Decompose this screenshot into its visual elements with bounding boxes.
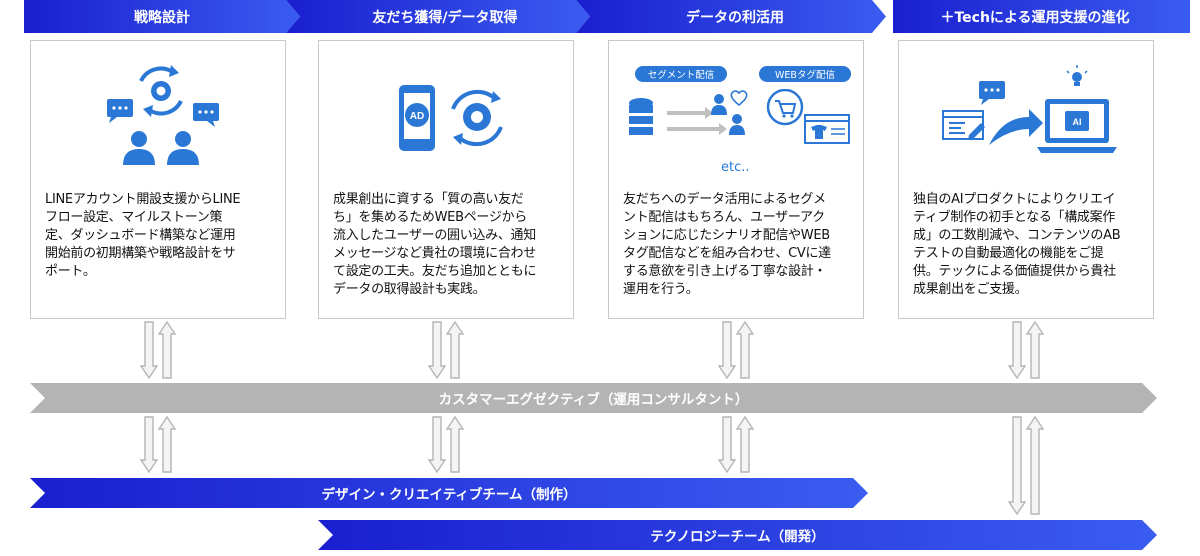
- webtag-delivery-tag: WEBタグ配信: [759, 66, 851, 82]
- connector-arrows-lower-4: [1007, 415, 1045, 516]
- phase-description-strategy: LINEアカウント開設支援からLINE フロー設定、マイルストーン策 定、ダッシ…: [45, 192, 241, 279]
- connector-arrows-lower-2: [427, 415, 465, 474]
- phase-header-acquisition: 友だち獲得/データ取得: [372, 9, 518, 26]
- phase-header-strategy: 戦略設計: [134, 9, 190, 26]
- phase-header-utilization: データの利活用: [686, 9, 784, 26]
- phase-chevron-utilization: [576, 0, 886, 33]
- tech-team-bar-label: テクノロジーチーム（開発）: [650, 529, 825, 545]
- phase-chevron-acquisition: [286, 0, 590, 33]
- phase-description-utilization: 友だちへのデータ活用によるセグメ ント配信はもちろん、ユーザーアク ションに応じ…: [623, 192, 831, 297]
- connector-arrows-lower-3: [717, 415, 755, 474]
- data-utilization-icon: [629, 89, 850, 144]
- phase-chevron-tech: [893, 0, 1190, 33]
- design-bar-shape: [30, 478, 868, 508]
- phase-card-utilization: セグメント配信 WEBタグ配信 etc.. 友だちへのデータ活用によるセグメ ン…: [608, 40, 864, 319]
- etc-label: etc..: [721, 160, 750, 175]
- connector-arrows-upper-4: [1007, 320, 1045, 380]
- connector-arrows-upper-2: [427, 320, 465, 380]
- segment-delivery-tag: セグメント配信: [635, 66, 727, 82]
- connector-arrows-lower-1: [139, 415, 177, 474]
- ad-gear-icon: AD: [399, 85, 503, 151]
- design-team-bar-label: デザイン・クリエイティブチーム（制作）: [321, 487, 577, 503]
- connector-arrows-upper-3: [717, 320, 755, 380]
- phase-header-tech: ＋Techによる運用支援の進化: [940, 9, 1130, 26]
- customer-executive-bar-label: カスタマーエグゼクティブ（運用コンサルタント）: [438, 392, 749, 408]
- ai-label: AI: [1073, 117, 1082, 127]
- customer-bar-shape: [30, 383, 1157, 413]
- phase-card-tech: AI 独自のAIプロダクトによりクリエイ ティブ制作の初手となる「構成案作 成」…: [898, 40, 1154, 319]
- tech-bar-shape: [318, 520, 1157, 550]
- phase-description-tech: 独自のAIプロダクトによりクリエイ ティブ制作の初手となる「構成案作 成」の工数…: [913, 192, 1121, 297]
- phase-chevron-strategy: [24, 0, 300, 33]
- ai-product-icon: AI: [942, 65, 1117, 153]
- phase-card-acquisition: AD 成果創出に資する「質の高い友だ ち」を集めるためWEBページから 流入した…: [318, 40, 574, 319]
- phase-card-strategy: LINEアカウント開設支援からLINE フロー設定、マイルストーン策 定、ダッシ…: [30, 40, 286, 319]
- strategy-icon: [107, 65, 219, 165]
- connector-arrows-upper-1: [139, 320, 177, 380]
- ad-label: AD: [410, 111, 424, 122]
- phase-description-acquisition: 成果創出に資する「質の高い友だ ち」を集めるためWEBページから 流入したユーザ…: [333, 192, 537, 297]
